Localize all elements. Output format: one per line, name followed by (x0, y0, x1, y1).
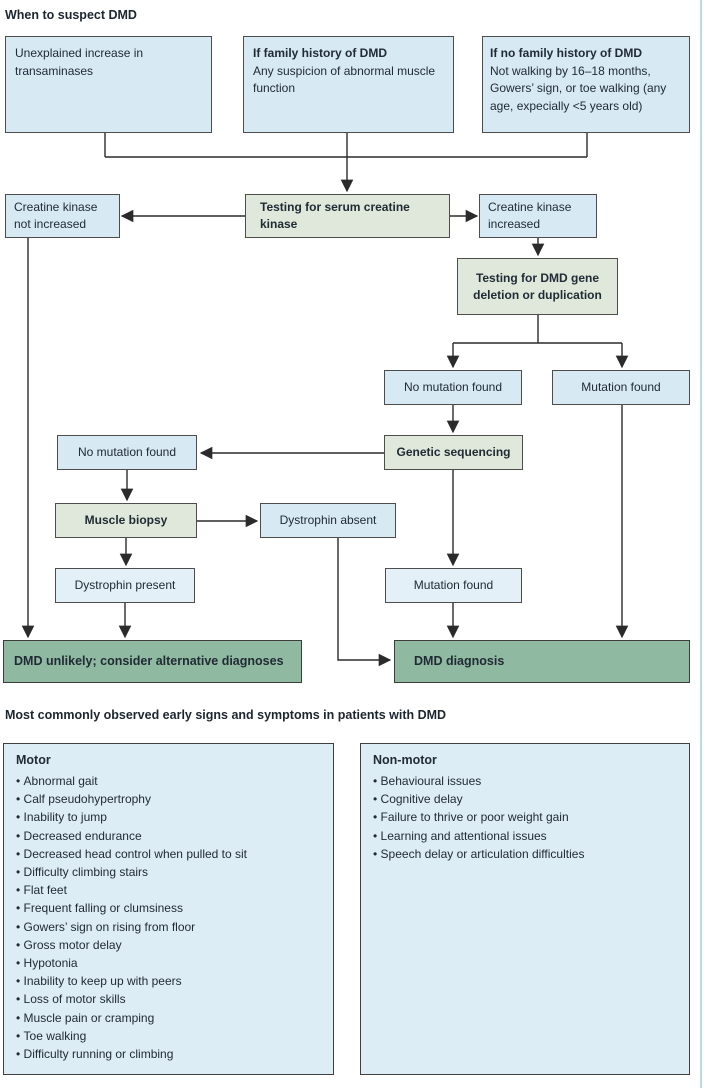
symptom-item: Inability to keep up with peers (16, 972, 321, 990)
box-family-history: If family history of DMD Any suspicion o… (243, 36, 454, 133)
box-family-history-body: Any suspicion of abnormal muscle functio… (253, 63, 436, 96)
symptom-item: Toe walking (16, 1027, 321, 1045)
box-no-family-history-title: If no family history of DMD (490, 46, 643, 60)
symptom-item: Difficulty running or climbing (16, 1045, 321, 1063)
symptom-item: Decreased head control when pulled to si… (16, 845, 321, 863)
box-dmd-diagnosis: DMD diagnosis (394, 640, 690, 683)
box-no-family-history: If no family history of DMD Not walking … (482, 36, 690, 133)
motor-symptoms-panel: Motor Abnormal gaitCalf pseudohypertroph… (3, 743, 334, 1075)
box-testing-dmd-gene-deletion-duplication: Testing for DMD gene deletion or duplica… (457, 258, 618, 315)
box-dystrophin-present: Dystrophin present (55, 568, 195, 603)
symptoms-section-title: Most commonly observed early signs and s… (5, 708, 447, 722)
flowchart-section-title: When to suspect DMD (5, 8, 137, 22)
page-edge-rule (700, 0, 702, 1088)
box-mutation-found-after-deletion-test: Mutation found (552, 370, 690, 405)
box-mutation-found-after-sequencing: Mutation found (385, 568, 522, 603)
box-family-history-title: If family history of DMD (253, 46, 388, 60)
symptom-item: Behavioural issues (373, 772, 677, 790)
symptom-item: Speech delay or articulation difficultie… (373, 845, 677, 863)
symptom-item: Frequent falling or clumsiness (16, 899, 321, 917)
box-no-mutation-found-after-deletion-test: No mutation found (384, 370, 522, 405)
box-testing-serum-creatine-kinase: Testing for serum creatine kinase (245, 194, 450, 238)
symptom-item: Decreased endurance (16, 827, 321, 845)
motor-panel-title: Motor (16, 753, 51, 767)
symptom-item: Abnormal gait (16, 772, 321, 790)
symptom-item: Learning and attentional issues (373, 827, 677, 845)
symptom-item: Loss of motor skills (16, 990, 321, 1008)
box-no-family-history-body: Not walking by 16–18 months, Gowers’ sig… (490, 63, 667, 113)
box-dmd-unlikely: DMD unlikely; consider alternative diagn… (3, 640, 302, 683)
motor-symptoms-list: Abnormal gaitCalf pseudohypertrophyInabi… (16, 772, 321, 1063)
box-no-mutation-found-after-sequencing: No mutation found (57, 435, 197, 470)
symptom-item: Difficulty climbing stairs (16, 863, 321, 881)
symptom-item: Muscle pain or cramping (16, 1009, 321, 1027)
symptom-item: Calf pseudohypertrophy (16, 790, 321, 808)
symptom-item: Gross motor delay (16, 936, 321, 954)
symptom-item: Flat feet (16, 881, 321, 899)
box-genetic-sequencing: Genetic sequencing (384, 435, 523, 470)
symptom-item: Failure to thrive or poor weight gain (373, 808, 677, 826)
box-creatine-kinase-not-increased: Creatine kinase not increased (5, 194, 120, 238)
non-motor-panel-title: Non-motor (373, 753, 437, 767)
non-motor-symptoms-list: Behavioural issuesCognitive delayFailure… (373, 772, 677, 863)
symptom-item: Cognitive delay (373, 790, 677, 808)
symptom-item: Inability to jump (16, 808, 321, 826)
box-unexplained-transaminases: Unexplained increase in transaminases (5, 36, 212, 133)
box-dystrophin-absent: Dystrophin absent (260, 503, 396, 538)
non-motor-symptoms-panel: Non-motor Behavioural issuesCognitive de… (360, 743, 690, 1075)
box-muscle-biopsy: Muscle biopsy (55, 503, 197, 538)
symptom-item: Hypotonia (16, 954, 321, 972)
box-creatine-kinase-increased: Creatine kinase increased (479, 194, 597, 238)
symptom-item: Gowers’ sign on rising from floor (16, 918, 321, 936)
